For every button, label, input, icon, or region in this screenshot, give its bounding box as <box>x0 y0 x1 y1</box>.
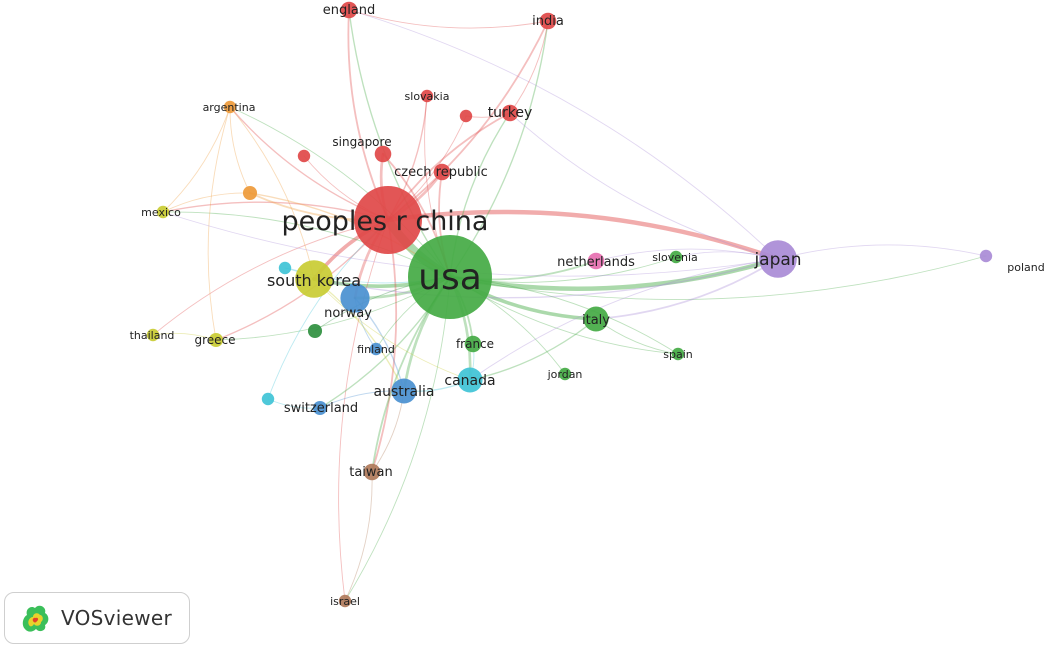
node-australia[interactable] <box>391 378 417 404</box>
label-argentina: argentina <box>203 101 256 114</box>
vosviewer-badge: VOSviewer <box>4 592 190 644</box>
node-u3[interactable] <box>459 109 473 123</box>
vosviewer-logo-icon <box>22 605 49 632</box>
link-usa-japan <box>447 256 781 291</box>
node-u6[interactable] <box>261 392 275 406</box>
node-italy[interactable] <box>583 306 609 332</box>
link-japan-netherlands <box>595 248 779 262</box>
link-taiwan-israel <box>344 471 373 602</box>
node-slovakia[interactable] <box>420 89 434 103</box>
node-u4[interactable] <box>307 323 323 339</box>
node-finland[interactable] <box>369 342 383 356</box>
node-slovenia[interactable] <box>669 250 683 264</box>
network-links <box>152 9 987 602</box>
link-u1-argentina <box>229 106 251 194</box>
link-china-israel <box>338 219 389 602</box>
link-italy-canada <box>469 318 597 381</box>
label-japan: japan <box>753 250 801 270</box>
node-argentina[interactable] <box>223 100 237 114</box>
link-u1-mexico <box>162 192 251 213</box>
label-canada: canada <box>444 373 495 389</box>
link-china-thailand <box>152 219 389 336</box>
label-poland: poland <box>1007 261 1044 274</box>
node-singapore[interactable] <box>374 145 392 163</box>
label-spain: spain <box>663 348 693 361</box>
link-usa-israel <box>344 276 451 602</box>
node-taiwan[interactable] <box>363 463 381 481</box>
label-greece: greece <box>194 333 235 347</box>
label-singapore: singapore <box>332 135 391 149</box>
label-india: india <box>532 14 564 29</box>
link-argentina-greece <box>207 106 231 341</box>
label-norway: norway <box>324 306 372 321</box>
node-israel[interactable] <box>338 594 352 608</box>
node-mexico[interactable] <box>156 205 170 219</box>
node-turkey[interactable] <box>501 104 519 122</box>
node-china[interactable] <box>354 186 422 254</box>
node-england[interactable] <box>340 1 358 19</box>
node-japan[interactable] <box>759 240 797 278</box>
label-china: peoples r china <box>282 206 489 237</box>
node-czech[interactable] <box>433 163 451 181</box>
node-switzerland[interactable] <box>312 400 328 416</box>
label-turkey: turkey <box>488 105 533 121</box>
link-japan-england <box>348 9 779 260</box>
label-switzerland: switzerland <box>284 401 358 416</box>
label-italy: italy <box>582 313 610 328</box>
link-argentina-mexico <box>162 106 231 213</box>
node-u2[interactable] <box>297 149 311 163</box>
node-thailand[interactable] <box>146 328 160 342</box>
node-poland[interactable] <box>979 249 993 263</box>
node-spain[interactable] <box>671 347 685 361</box>
label-czech: czech republic <box>394 165 488 180</box>
link-japan-skorea <box>313 258 779 299</box>
link-japan-canada <box>469 258 779 381</box>
label-thailand: thailand <box>130 329 175 342</box>
label-taiwan: taiwan <box>349 465 393 480</box>
label-jordan: jordan <box>547 368 583 381</box>
node-canada[interactable] <box>457 367 483 393</box>
node-jordan[interactable] <box>558 367 572 381</box>
link-skorea-canada <box>313 278 471 381</box>
label-australia: australia <box>374 384 435 400</box>
node-skorea[interactable] <box>295 260 333 298</box>
label-mexico: mexico <box>141 206 181 219</box>
label-slovakia: slovakia <box>405 90 450 103</box>
link-india-turkey <box>509 20 549 114</box>
link-england-india <box>348 9 549 29</box>
label-slovenia: slovenia <box>652 251 698 264</box>
node-france[interactable] <box>464 335 482 353</box>
link-japan-poland <box>777 244 987 260</box>
label-skorea: south korea <box>267 271 361 290</box>
network-nodes <box>146 1 993 608</box>
network-labels: usa peoples r china japan south korea norway… <box>130 3 1045 608</box>
label-finland: finland <box>357 343 395 356</box>
label-israel: israel <box>330 595 360 608</box>
node-usa[interactable] <box>408 235 492 319</box>
vosviewer-brand-text: VOSviewer <box>61 606 173 630</box>
label-france: france <box>456 337 494 351</box>
label-usa: usa <box>418 257 482 298</box>
link-argentina-skorea <box>229 106 315 280</box>
link-japan-turkey <box>509 112 779 260</box>
node-india[interactable] <box>539 12 557 30</box>
node-u1[interactable] <box>242 185 258 201</box>
link-usa-poland <box>449 255 987 300</box>
label-netherlands: netherlands <box>557 255 635 270</box>
label-england: england <box>323 3 376 18</box>
node-u5[interactable] <box>278 261 292 275</box>
node-netherlands[interactable] <box>587 252 605 270</box>
link-japan-italy <box>595 258 779 320</box>
link-china-japan <box>385 209 781 262</box>
node-norway[interactable] <box>340 283 370 313</box>
node-greece[interactable] <box>208 332 224 348</box>
